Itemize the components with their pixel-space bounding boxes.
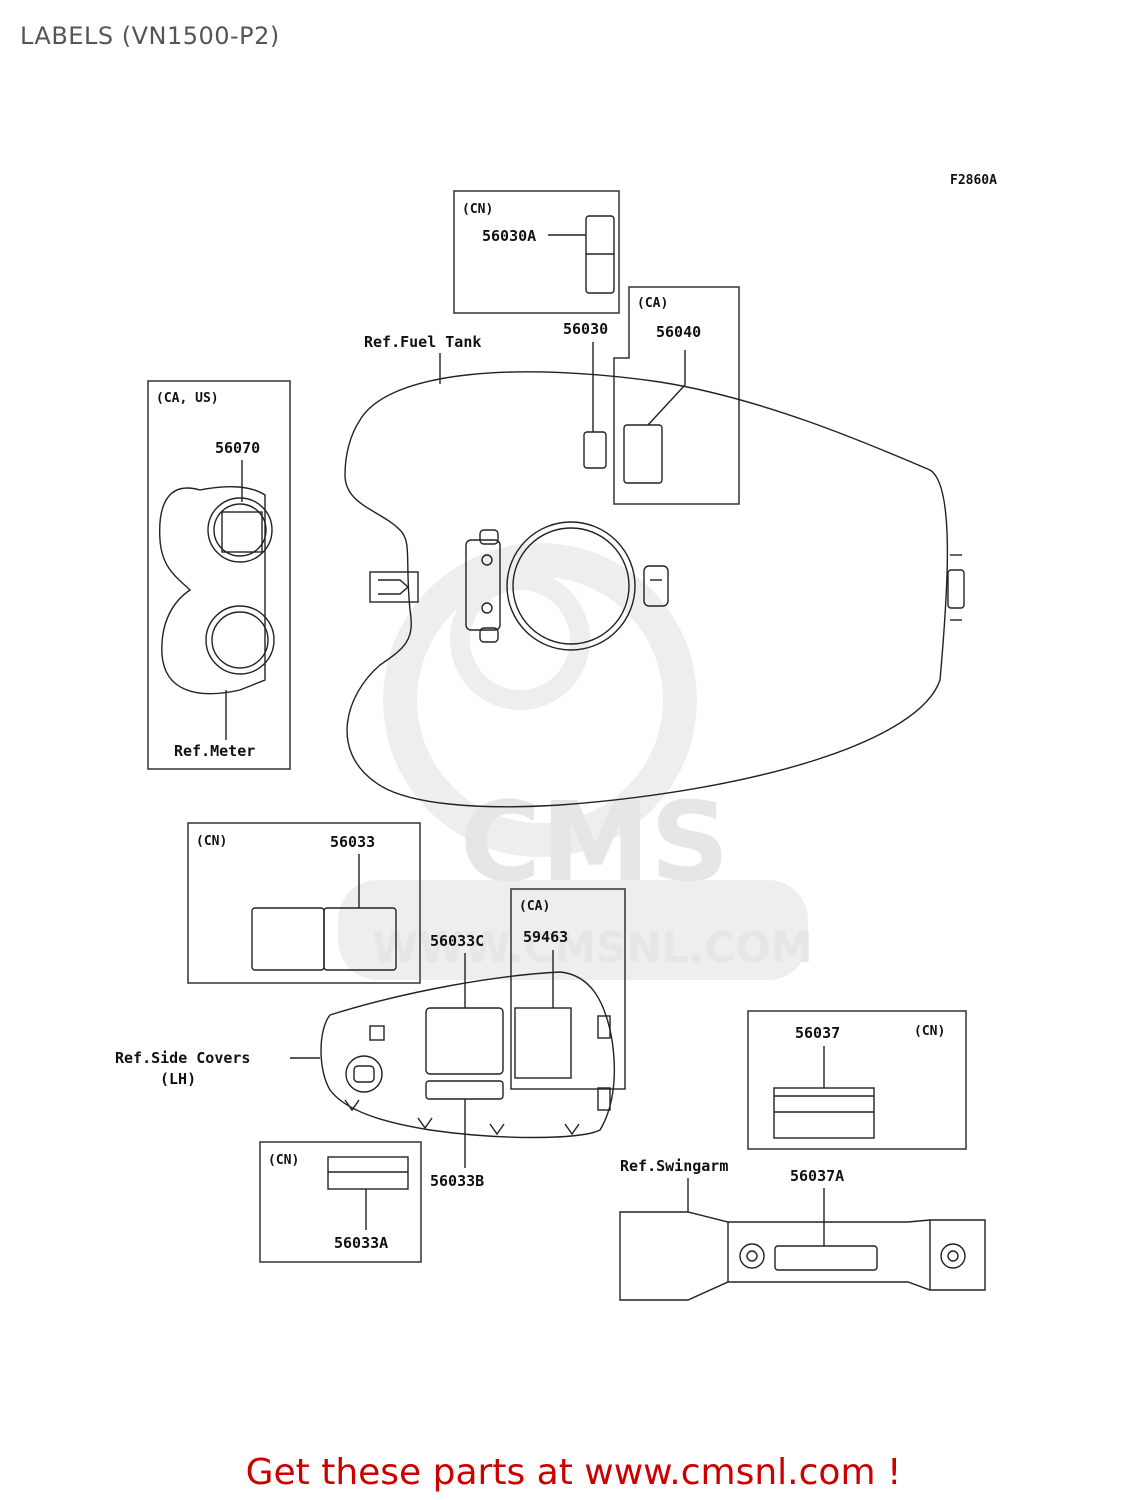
ref-meter: Ref.Meter [174,742,255,760]
ref-fuel-tank: Ref.Fuel Tank [364,333,481,351]
watermark: CMS WWW.CMSNL.COM [338,543,813,980]
cn-box-56030A: (CN) 56030A [453,190,620,314]
footer-link[interactable]: Get these parts at www.cmsnl.com ! [245,1452,902,1493]
swingarm-outline: Ref.Swingarm 56037A [619,1157,986,1301]
part-56033A: 56033A [334,1234,388,1252]
ca-box-56040: (CA) 56030 56040 [563,286,740,505]
part-56040: 56040 [656,323,701,341]
watermark-url: WWW.CMSNL.COM [372,923,813,972]
region-ca-label-2: (CA) [519,899,550,914]
cn-box-56033A: (CN) 56033A [259,1141,422,1263]
fuel-tank-outline: Ref.Fuel Tank [344,333,965,808]
region-ca-us-label: (CA, US) [156,391,219,406]
ca-us-meter-box: (CA, US) 56070 Ref.Meter [147,380,291,770]
part-59463: 59463 [523,928,568,946]
ref-side-covers: Ref.Side Covers [115,1049,250,1067]
page-title: LABELS (VN1500-P2) [20,22,280,50]
part-56070: 56070 [215,439,260,457]
region-cn-label: (CN) [462,202,493,217]
region-cn-label-4: (CN) [914,1024,945,1039]
region-cn-label-2: (CN) [196,834,227,849]
ref-swingarm: Ref.Swingarm [620,1157,728,1175]
part-56033C: 56033C [430,932,484,950]
cn-box-56033: (CN) 56033 [187,822,421,984]
part-56037: 56037 [795,1024,840,1042]
region-ca-label: (CA) [637,296,668,311]
part-56033: 56033 [330,833,375,851]
part-56033B: 56033B [430,1172,484,1190]
side-cover-outline: 56033C Ref.Side Covers (LH) 56033B [115,932,616,1190]
ref-side-covers-lh: (LH) [160,1070,196,1088]
watermark-brand: CMS [460,778,729,906]
ca-box-59463: (CA) 59463 [510,888,626,1090]
part-56030A: 56030A [482,227,536,245]
figure-code: F2860A [950,173,997,188]
part-56037A: 56037A [790,1167,844,1185]
part-56030: 56030 [563,320,608,338]
cn-box-56037: (CN) 56037 [747,1010,967,1150]
region-cn-label-3: (CN) [268,1153,299,1168]
